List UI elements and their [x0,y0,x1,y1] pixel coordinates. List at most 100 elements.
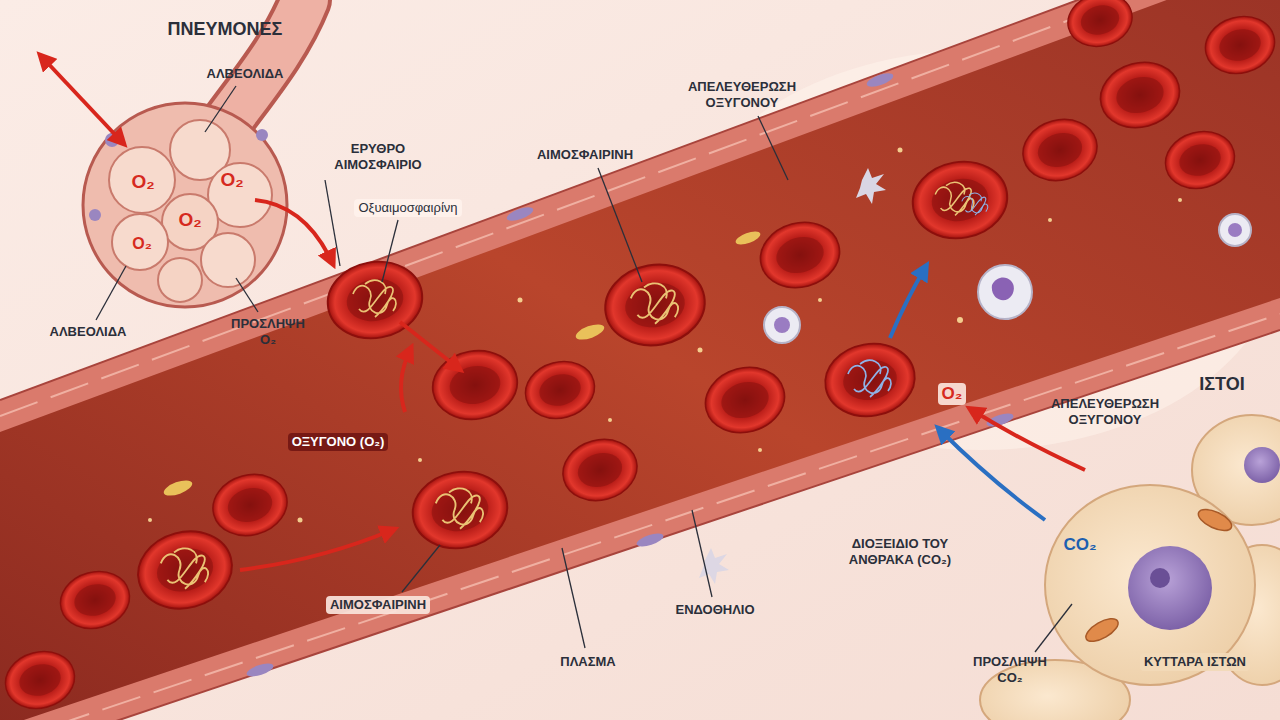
gas-label: ΟΞΥΓΟΝΟ (O₂) [288,433,389,451]
red-blood-cells-part [436,488,483,528]
red-blood-cells-part [819,337,920,424]
part-label: ΕΡΥΘΡΟ ΑΙΜΟΣΦΑΙΡΙΟ [313,140,443,173]
blood-cells-other-part [1219,214,1251,246]
leader-lines-part [236,278,258,312]
lung-alveoli-part [201,233,255,287]
tissue-cells-part [1244,447,1280,483]
red-blood-cells-part [1093,54,1187,137]
glow-dots-part [608,418,612,422]
leader-lines [96,86,1072,652]
transport-arrows-part [890,268,925,338]
tissue-cells-part [1195,505,1234,535]
process-label: ΠΡΟΣΛΗΨΗ O₂ [221,315,316,348]
lung-alveoli-part [158,258,202,302]
region-title: ΚΥΤΤΑΡΑ ΙΣΤΩΝ [1140,653,1250,671]
red-blood-cells-part [353,280,396,317]
gas-label: ΔΙΟΞΕΙΔΙΟ ΤΟΥ ΑΝΘΡΑΚΑ (CO₂) [843,535,958,568]
blood-cells-other-part [764,307,800,343]
leader-lines-part [562,548,585,648]
leader-lines-part [692,510,712,597]
transport-arrows-part [401,350,410,412]
glow-dots [148,148,1182,523]
red-blood-cells-part [1016,111,1104,188]
blood-vessel-part [0,0,1280,416]
blood-cells-other-part [162,477,194,499]
red-blood-cells-part [935,182,974,215]
glow-dots-part [298,518,303,523]
process-label: ΠΡΟΣΛΗΨΗ CO₂ [960,653,1060,686]
gas-symbol: CO₂ [1059,534,1100,556]
red-blood-cells-part [0,644,81,716]
lung-alveoli-part [109,147,175,213]
red-blood-cells-part [1199,9,1280,81]
tissue-cells-part [1045,485,1255,685]
blood-vessel-part [865,71,895,90]
tissue-cells-part [1150,568,1170,588]
blood-vessel-part [635,531,665,549]
glow-dots-part [957,317,963,323]
lung-alveoli-part [225,0,305,125]
process-label: ΑΠΕΛΕΥΘΕΡΩΣΗ ΟΞΥΓΟΝΟΥ [1035,395,1175,428]
glow-dots-part [898,148,903,153]
part-label: ΑΛΒΕΟΛΙΔΑ [203,65,288,83]
organ-title: ΠΝΕΥΜΟΝΕΣ [164,18,287,42]
red-blood-cells-part [1159,124,1241,196]
gas-symbol: O₂ [127,170,158,195]
leader-lines-part [205,86,236,132]
blood-cells-other-part [734,229,762,247]
region-title: ΙΣΤΟΙ [1195,373,1248,397]
lung-alveoli-part [89,209,101,221]
red-blood-cells-part [129,521,240,619]
blood-vessel-part [0,0,1280,400]
part-label: ΠΛΑΣΜΑ [556,653,619,671]
leader-lines-part [325,180,340,266]
gas-symbol: O₂ [216,168,247,193]
blood-cells-other-part [1228,223,1242,237]
leader-lines-part [1035,604,1072,652]
red-blood-cells-part [848,360,891,397]
part-label: ΑΙΜΟΣΦΑΙΡΙΝΗ [533,146,637,164]
blood-cells-other-part [992,278,1014,301]
blood-vessel-part [0,314,1280,720]
red-blood-cells-part [206,466,294,543]
glow-dots-part [1048,218,1052,222]
glow-dots-part [1178,198,1182,202]
gas-symbol: O₂ [128,233,156,254]
blood-cells-other-part [978,265,1032,319]
glow-dots-part [698,348,703,353]
glow-dots-part [758,448,762,452]
blood-vessel-part [505,205,535,224]
part-label: ΑΛΒΕΟΛΙΔΑ [46,323,131,341]
red-blood-cells-part [161,548,208,588]
leader-lines-part [598,168,642,282]
red-blood-cells-part [599,257,711,353]
red-blood-cells-part [407,464,514,555]
part-label: ΕΝΔΟΘΗΛΙΟ [671,601,758,619]
red-blood-cells-part [698,359,792,442]
leader-lines-part [402,545,440,592]
tissue-cells-part [1082,614,1121,646]
blood-cells-other-part [774,317,790,333]
lung-alveoli-part [256,129,268,141]
glow-dots-part [418,458,422,462]
transport-arrows-part [240,530,392,570]
glow-dots-part [518,298,523,303]
leader-lines-part [96,266,126,320]
blood-vessel-part [245,661,275,679]
lung-alveoli-part [112,214,168,270]
gas-symbol: O₂ [938,383,967,405]
red-blood-cells-part [519,354,601,426]
leader-lines-part [382,220,398,282]
blood-cells-other-part [574,321,606,343]
transport-arrows [240,200,1085,570]
transport-arrows-part [972,410,1085,470]
tissue-cells-part [1128,546,1212,630]
blood-cells-other-part [699,548,729,584]
glow-dots-part [818,298,822,302]
